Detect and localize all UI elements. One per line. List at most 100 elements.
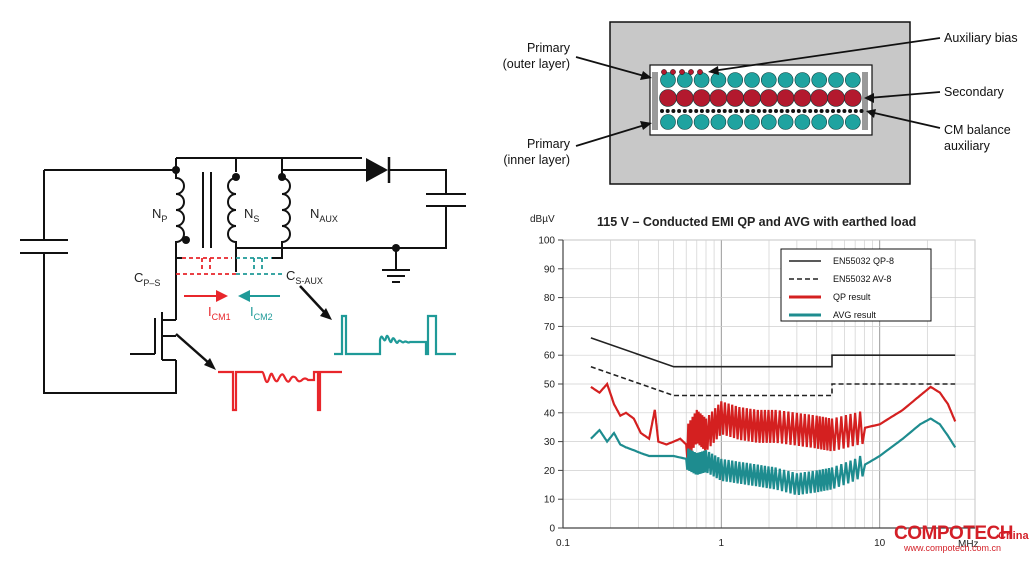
- cm-balance-turn: [739, 109, 744, 113]
- icm1-arrow: [184, 290, 228, 302]
- cm-balance-turn: [785, 109, 790, 113]
- chart-series: [590, 337, 957, 496]
- series-line-avg-result: [590, 417, 957, 496]
- cm-balance-turn: [722, 109, 727, 113]
- pointer-head-primary-outer: [640, 71, 652, 80]
- primary-outer-turn: [794, 72, 811, 88]
- label-primary-inner: Primary: [527, 137, 571, 151]
- cm-balance-turn: [796, 109, 801, 113]
- transformer-cross-section: Primary (outer layer) Primary (inner lay…: [503, 21, 1018, 185]
- label-ns: NS: [244, 206, 259, 224]
- y-tick-label: 30: [544, 437, 556, 448]
- label-naux: NAUX: [310, 206, 338, 224]
- primary-outer-turn: [828, 72, 844, 88]
- y-axis-unit: dBµV: [530, 214, 555, 225]
- x-tick-label: 10: [874, 538, 886, 549]
- watermark-url: www.compotech.com.cn: [903, 543, 1001, 553]
- cm-balance-turn: [665, 109, 670, 113]
- secondary-turn: [692, 89, 711, 107]
- primary-outer-turn: [760, 72, 777, 88]
- primary-winding: [175, 168, 185, 259]
- primary-outer-turn: [727, 72, 744, 88]
- primary-outer-turn: [811, 72, 828, 88]
- y-tick-label: 80: [544, 293, 556, 304]
- wire-output-right: [236, 169, 447, 249]
- aux-bias-turn: [679, 69, 685, 75]
- aux-bias-turn: [697, 69, 703, 75]
- cm-balance-turn: [791, 109, 796, 113]
- cm-balance-turn: [671, 109, 676, 113]
- cm-balance-turn: [802, 109, 807, 113]
- emi-chart: 115 V – Conducted EMI QP and AVG with ea…: [530, 214, 979, 550]
- label-cm-balance: CM balance: [944, 123, 1011, 137]
- auxiliary-winding: [272, 158, 291, 259]
- cm-balance-turn: [842, 109, 847, 113]
- label-cps: CP–S: [134, 270, 160, 288]
- parasitic-cap-ps: [176, 257, 236, 275]
- cm-balance-turn: [756, 109, 761, 113]
- secondary-turn: [827, 89, 845, 107]
- primary-inner-turn: [777, 114, 794, 130]
- primary-inner-turn: [710, 114, 727, 130]
- secondary-turn: [675, 89, 694, 107]
- label-primary-outer: Primary: [527, 41, 571, 55]
- y-tick-label: 40: [544, 408, 556, 419]
- cm-balance-turn: [836, 109, 841, 113]
- cm-balance-turn: [808, 109, 813, 113]
- cm-balance-turn: [728, 109, 733, 113]
- cm-balance-turn: [711, 109, 716, 113]
- arrow-to-teal-waveform: [299, 285, 332, 320]
- primary-outer-turn: [676, 72, 693, 88]
- flyback-schematic: [20, 157, 466, 394]
- y-tick-label: 90: [544, 264, 556, 275]
- primary-outer-turn: [693, 72, 710, 88]
- legend-label: AVG result: [833, 310, 876, 320]
- output-diode: [235, 157, 391, 183]
- primary-inner-turn: [811, 114, 828, 130]
- arrow-to-red-waveform: [175, 333, 216, 370]
- bobbin-wall-left: [652, 72, 658, 130]
- primary-inner-turn: [760, 114, 777, 130]
- secondary-turn: [810, 89, 829, 107]
- primary-inner-turn: [844, 114, 861, 130]
- y-tick-label: 20: [544, 466, 556, 477]
- primary-inner-turn: [660, 114, 676, 130]
- x-tick-label: 1: [719, 538, 725, 549]
- secondary-turn: [709, 89, 728, 107]
- cm-balance-turn: [762, 109, 767, 113]
- mosfet: [130, 258, 177, 372]
- cm-balance-turn: [734, 109, 739, 113]
- y-tick-label: 70: [544, 322, 556, 333]
- cm-balance-turn: [819, 109, 824, 113]
- xsec-pointers: [575, 37, 941, 147]
- primary-inner-turn: [676, 114, 693, 130]
- dot-aux: [278, 173, 286, 181]
- secondary-turn: [726, 89, 745, 107]
- cm-balance-turn: [717, 109, 721, 113]
- cm-balance-turn: [751, 109, 756, 113]
- winding-turns: [659, 69, 864, 130]
- watermark-region: China: [998, 530, 1029, 542]
- secondary-turn: [759, 89, 778, 107]
- dot-secondary: [232, 173, 240, 181]
- label-np: NP: [152, 206, 167, 224]
- wire-left-top: [43, 158, 177, 240]
- primary-outer-turn: [744, 72, 760, 88]
- cm-balance-turn: [779, 109, 784, 113]
- cm-balance-turn: [694, 109, 699, 113]
- cm-balance-turn: [705, 109, 710, 113]
- primary-inner-turn: [727, 114, 744, 130]
- primary-inner-turn: [828, 114, 844, 130]
- pointer-head-primary-inner: [640, 121, 652, 130]
- x-axis-unit: MHz: [958, 539, 979, 550]
- primary-inner-turn: [794, 114, 811, 130]
- compotech-watermark: COMPOTECH China www.compotech.com.cn: [894, 523, 1029, 553]
- secondary-winding: [227, 177, 237, 272]
- cm-balance-turn: [774, 109, 778, 113]
- series-line-en55032-qp-8: [590, 337, 956, 368]
- cm-balance-turn: [859, 109, 864, 113]
- pointer-head-cm-balance: [866, 109, 876, 118]
